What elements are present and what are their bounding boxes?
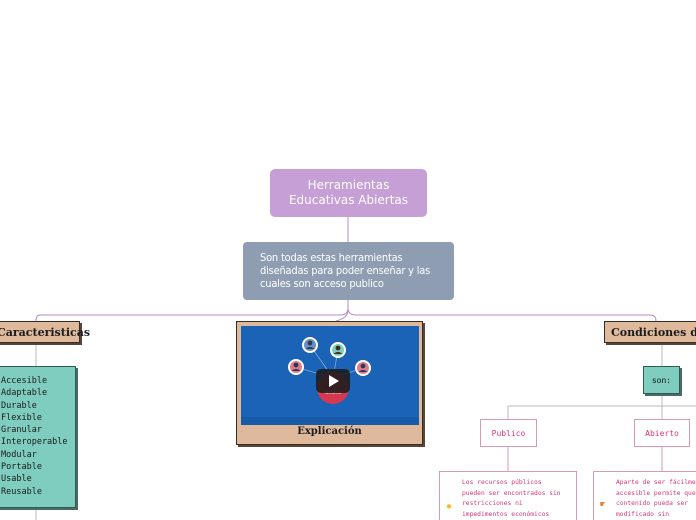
list-item: Usable xyxy=(1,474,32,485)
text-line: accesible permite que el xyxy=(616,489,696,497)
text-line: pueden ser encontrados sin xyxy=(462,489,561,497)
text-line: Los recursos públicos xyxy=(462,479,542,486)
publico-description[interactable]: ✹ Los recursos públicos pueden ser encon… xyxy=(439,471,577,520)
caracteristicas-label: Caracteristicas xyxy=(0,325,91,339)
sparkle-icon: ✹ xyxy=(446,501,453,512)
publico-topic[interactable]: Publico xyxy=(480,419,537,447)
text-line: modificado sin xyxy=(616,510,670,518)
description-to-condiciones-line xyxy=(347,300,657,322)
son-to-publico-line xyxy=(507,394,663,419)
publico-label: Publico xyxy=(491,428,526,438)
description-topic[interactable]: Son todas estas herramientas diseñadas p… xyxy=(243,242,454,300)
video-bottom-band xyxy=(241,417,419,425)
play-icon xyxy=(329,375,339,387)
caracteristicas-list[interactable]: Accesible Adaptable Durable Flexible Gra… xyxy=(0,366,76,508)
abierto-description[interactable]: ☛ Aparte de ser fácilmente accesible per… xyxy=(593,471,696,520)
root-topic-label: Herramientas Educativas Abiertas xyxy=(288,178,409,207)
text-line: impedimentos económicos xyxy=(462,510,550,518)
list-item: Durable xyxy=(1,400,37,411)
video-illustration: RECURSO xyxy=(288,337,371,404)
video-thumbnail[interactable]: RECURSO xyxy=(241,326,419,425)
hand-icon: ☛ xyxy=(600,500,606,510)
description-to-caracteristicas-line xyxy=(35,300,349,322)
list-item: Adaptable xyxy=(1,388,48,399)
list-item: Granular xyxy=(1,425,42,436)
son-connector-topic[interactable]: son: xyxy=(643,366,680,394)
person-avatar-2 xyxy=(330,342,346,358)
caracteristicas-topic[interactable]: Caracteristicas xyxy=(0,321,90,343)
list-item: Reusable xyxy=(1,486,42,497)
video-topic[interactable]: RECURSO xyxy=(236,321,423,445)
root-topic[interactable]: Herramientas Educativas Abiertas xyxy=(270,169,427,217)
abierto-label: Abierto xyxy=(645,428,679,438)
description-to-video-line xyxy=(335,300,349,322)
condiciones-label: Condiciones de u xyxy=(611,325,696,339)
text-line: contenido pueda ser xyxy=(616,500,689,507)
text-line: restricciones ni xyxy=(462,500,523,507)
description-text: Son todas estas herramientas diseñadas p… xyxy=(260,251,431,290)
condiciones-topic[interactable]: Condiciones de u xyxy=(604,321,696,343)
person-avatar-4 xyxy=(355,360,371,376)
abierto-topic[interactable]: Abierto xyxy=(634,419,690,447)
text-line: Aparte de ser fácilmente xyxy=(616,479,696,486)
list-item: Flexible xyxy=(1,412,42,423)
video-caption: Explicación xyxy=(297,426,362,437)
son-label: son: xyxy=(651,375,672,385)
list-item: Accesible xyxy=(1,376,48,386)
list-item: Portable xyxy=(1,462,42,473)
person-avatar-1 xyxy=(302,337,318,353)
list-item: Interoperable xyxy=(1,437,68,448)
person-avatar-3 xyxy=(288,359,304,375)
list-item: Modular xyxy=(1,449,37,460)
